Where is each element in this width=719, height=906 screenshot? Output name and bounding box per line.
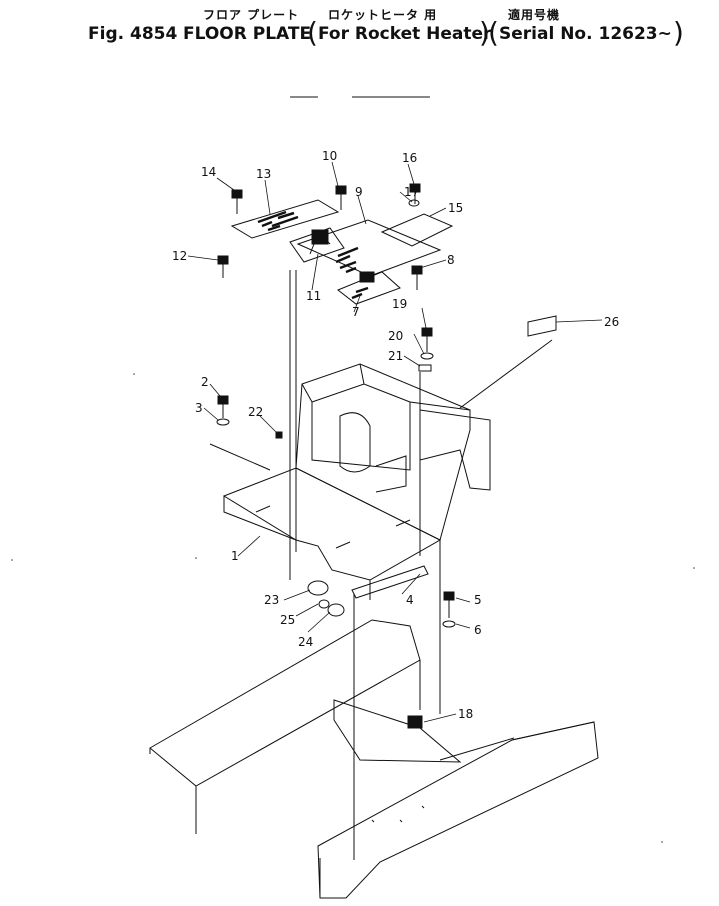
callout-25: 25 xyxy=(280,613,295,627)
bolt-19 xyxy=(421,327,433,337)
callout-16: 16 xyxy=(402,151,417,165)
fasteners xyxy=(217,183,455,601)
title-japanese: フロア プレート ロケットヒータ 用 適用号機 xyxy=(0,6,719,26)
callout-9: 9 xyxy=(355,185,363,199)
callout-4: 4 xyxy=(406,593,414,607)
callout-labels: 1 2 3 4 5 6 7 8 9 10 11 12 13 14 15 16 1… xyxy=(172,149,619,721)
floor-plate-9 xyxy=(296,219,442,277)
paren-open-2: ( xyxy=(488,16,499,49)
callout-1: 1 xyxy=(231,549,239,563)
washers xyxy=(216,199,456,628)
variant-name: For Rocket Heater xyxy=(318,24,492,44)
callout-20: 20 xyxy=(388,329,403,343)
cap-24 xyxy=(327,603,345,617)
callout-21: 21 xyxy=(388,349,403,363)
bolt-2 xyxy=(217,395,229,405)
callout-18: 18 xyxy=(458,707,473,721)
drawing-lines xyxy=(149,96,599,899)
cover-plate-15 xyxy=(380,213,454,247)
main-frame-1 xyxy=(222,363,491,600)
callout-22: 22 xyxy=(248,405,263,419)
callout-11: 11 xyxy=(306,289,321,303)
callout-6: 6 xyxy=(474,623,482,637)
plug-22 xyxy=(275,431,283,439)
washer-3 xyxy=(216,418,230,426)
duct-parts xyxy=(307,565,429,617)
paren-open-1: ( xyxy=(307,16,318,49)
callout-10: 10 xyxy=(322,149,337,163)
bracket-18 xyxy=(407,715,423,729)
title-jp-name: フロア プレート xyxy=(203,8,300,22)
callout-24: 24 xyxy=(298,635,313,649)
callout-5: 5 xyxy=(474,593,482,607)
serial-range: Serial No. 12623~ xyxy=(499,24,672,44)
paren-close-2: ) xyxy=(673,16,684,49)
callout-23: 23 xyxy=(264,593,279,607)
left-fender xyxy=(149,619,421,834)
washer-20 xyxy=(420,352,434,360)
bolt-5 xyxy=(443,591,455,601)
callout-13: 13 xyxy=(256,167,271,181)
bolt-10 xyxy=(335,185,347,195)
callout-15: 15 xyxy=(448,201,463,215)
callout-26: 26 xyxy=(604,315,619,329)
lower-frame xyxy=(317,699,599,899)
figure-number: Fig. 4854 xyxy=(88,24,178,44)
part-name: FLOOR PLATE xyxy=(183,24,312,44)
callout-8: 8 xyxy=(447,253,455,267)
bolt-14 xyxy=(231,189,243,199)
title-jp-serial: 適用号機 xyxy=(508,8,561,22)
washer-17 xyxy=(408,199,420,207)
washer-6 xyxy=(442,620,456,628)
callout-7: 7 xyxy=(352,305,360,319)
bracket-26 xyxy=(527,315,557,337)
title-english: Fig. 4854 FLOOR PLATE ( For Rocket Heate… xyxy=(0,16,719,52)
flange-23 xyxy=(307,580,329,596)
leader-lines xyxy=(187,161,603,723)
plate-21 xyxy=(418,364,432,372)
bolt-8 xyxy=(411,265,423,275)
callout-19: 19 xyxy=(392,297,407,311)
bolt-12 xyxy=(217,255,229,265)
callout-3: 3 xyxy=(195,401,203,415)
bar-4 xyxy=(351,565,429,599)
callout-2: 2 xyxy=(201,375,209,389)
callout-17: 17 xyxy=(404,185,419,199)
bracket-7 xyxy=(337,271,401,305)
paren-close-1: ) xyxy=(479,16,490,49)
ring-25 xyxy=(318,599,330,609)
callout-14: 14 xyxy=(201,165,216,179)
bracket-11 xyxy=(289,227,345,263)
callout-12: 12 xyxy=(172,249,187,263)
scan-specks xyxy=(11,373,695,843)
cover-plate-13 xyxy=(230,199,340,239)
title-jp-variant: ロケットヒータ 用 xyxy=(328,8,438,22)
